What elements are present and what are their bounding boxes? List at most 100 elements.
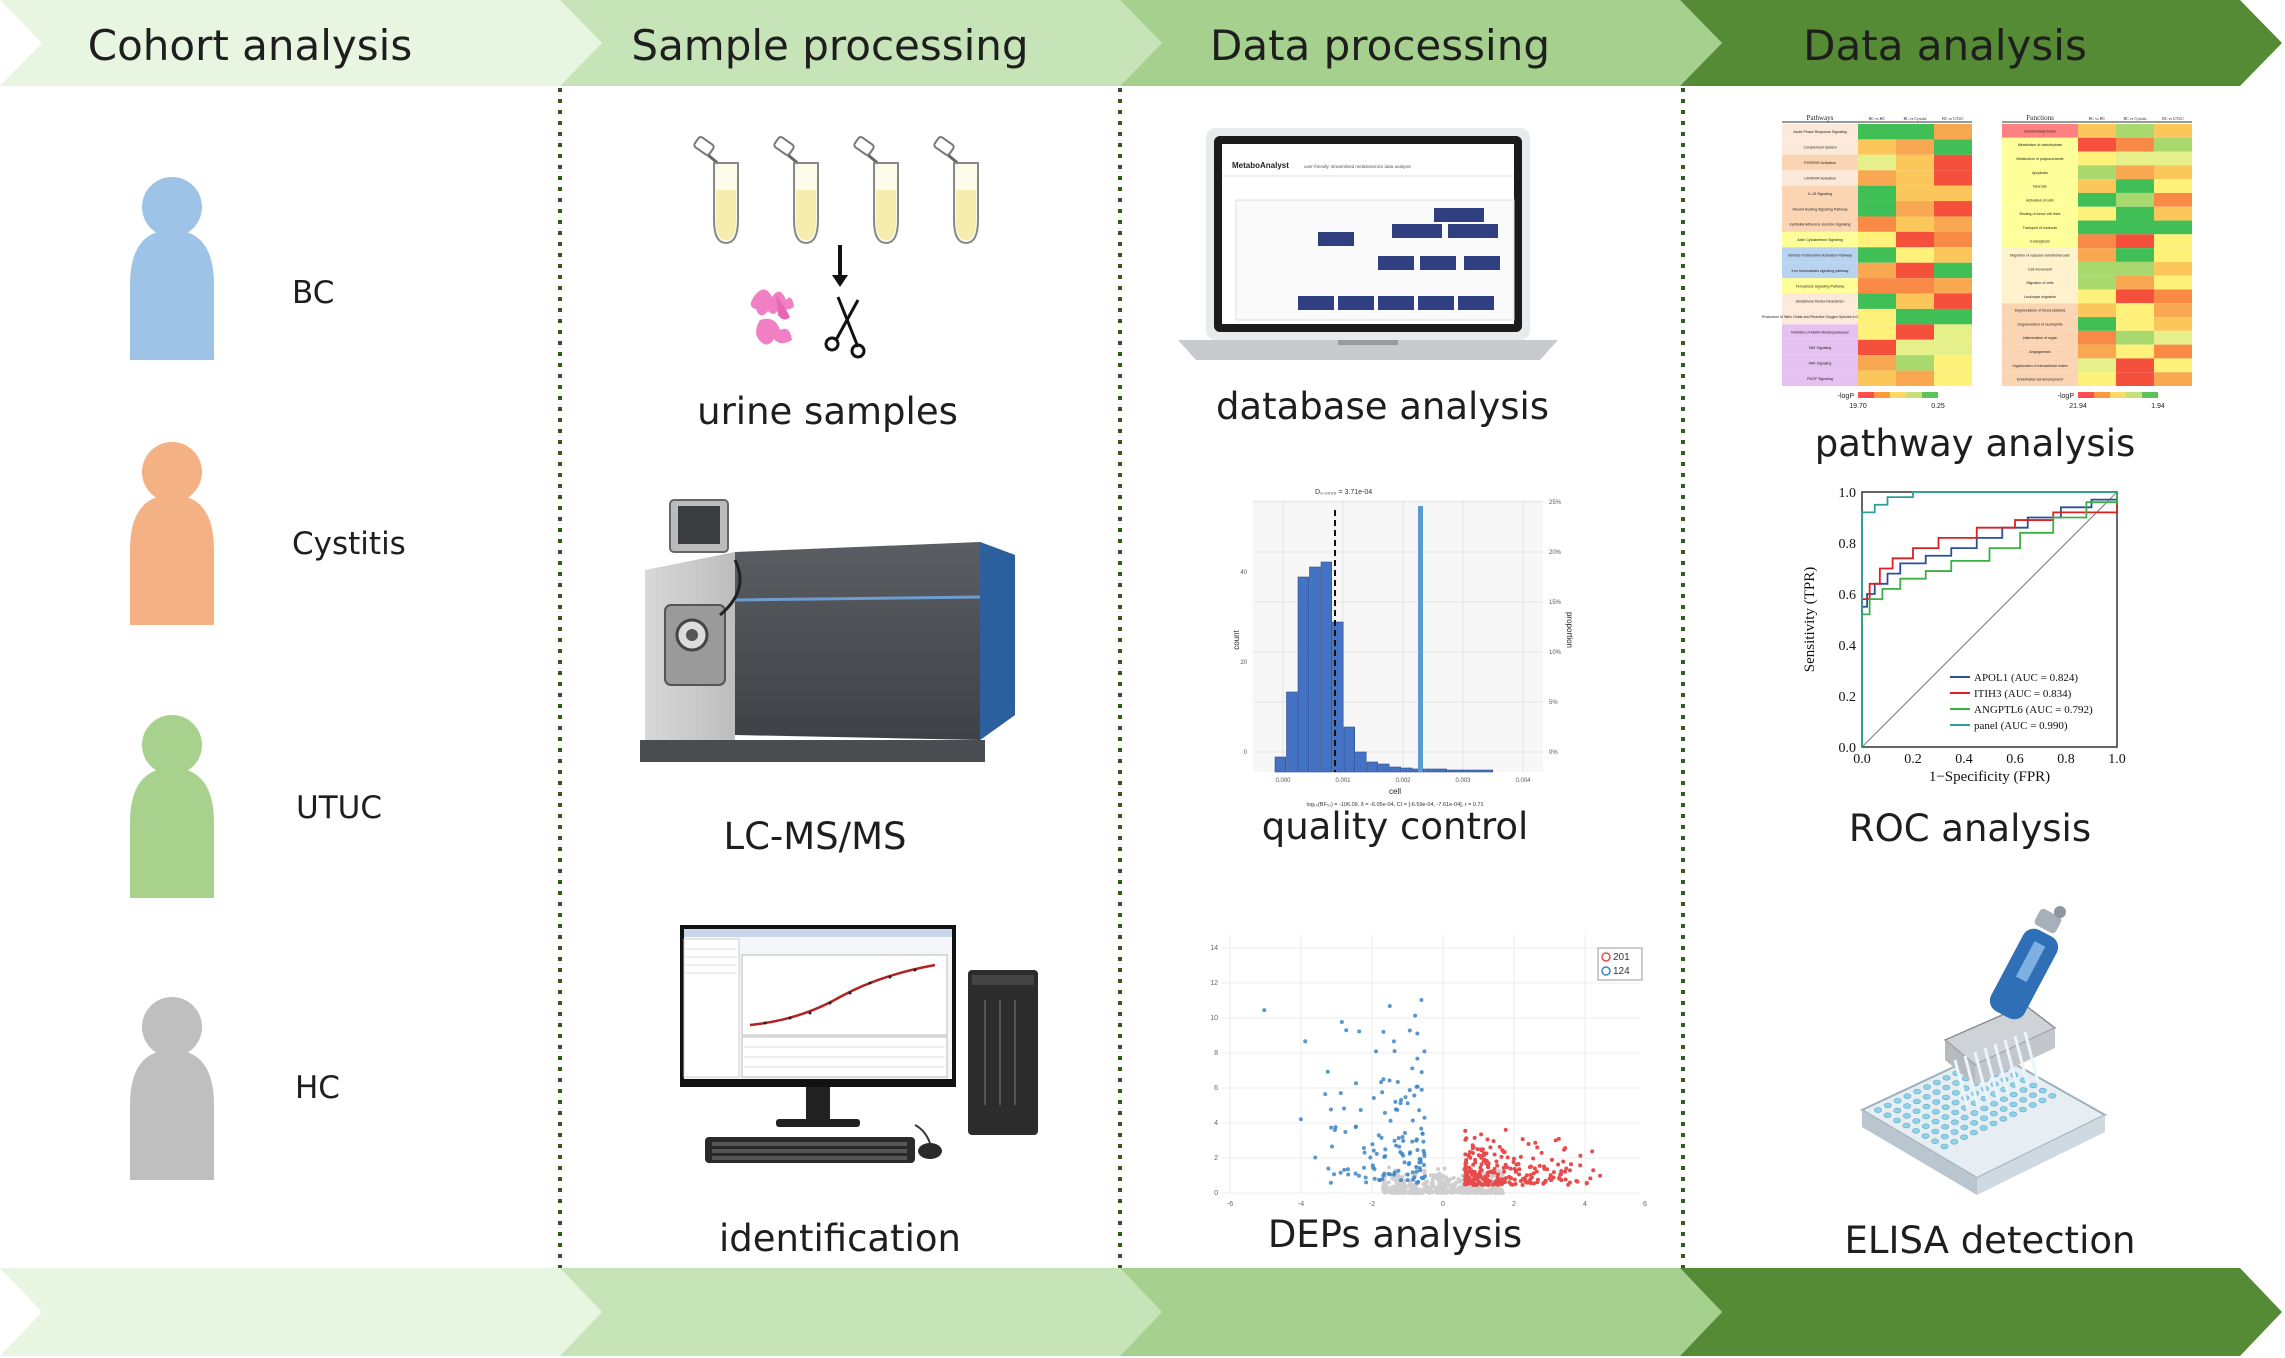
volcano-point-up: [1472, 1135, 1477, 1140]
heatmap-scale-label: -logP: [1838, 393, 1855, 400]
heatmap-cell: [2078, 275, 2116, 290]
volcano-point-down: [1410, 1139, 1415, 1144]
heatmap-cell: [2154, 330, 2192, 345]
heatmap-cell: [2116, 358, 2154, 373]
volcano-point: [1430, 1182, 1435, 1187]
volcano-point-up: [1467, 1150, 1472, 1155]
volcano-point-up: [1517, 1167, 1522, 1172]
volcano-point-up: [1492, 1166, 1497, 1171]
heatmap-cell: [2116, 137, 2154, 152]
heatmap-cell: [1858, 247, 1896, 263]
volcano-point: [1435, 1190, 1440, 1195]
heatmap-cell: [2154, 303, 2192, 318]
qc-bar: [1332, 621, 1344, 773]
volcano-point-up: [1532, 1166, 1537, 1171]
volcano-point-down: [1368, 1155, 1373, 1160]
qc-bar: [1435, 768, 1447, 773]
elisa-pipette-icon: [1859, 906, 2108, 1195]
volcano-point-up: [1463, 1128, 1468, 1133]
volcano-point-up: [1563, 1177, 1568, 1182]
volcano-point-down: [1417, 1108, 1422, 1113]
qc-bar: [1470, 769, 1482, 773]
volcano-point-down: [1414, 1169, 1419, 1174]
volcano-point-down: [1371, 1148, 1376, 1153]
heatmap-cell: [1896, 293, 1934, 309]
volcano-point: [1400, 1190, 1405, 1195]
volcano-point-up: [1511, 1156, 1516, 1161]
volcano-point-down: [1395, 1079, 1400, 1084]
volcano-point-down: [1422, 1115, 1427, 1120]
heatmap-scale-label: -logP: [2058, 393, 2075, 400]
volcano-point-down: [1400, 1134, 1405, 1139]
volcano-point: [1445, 1190, 1450, 1195]
roc-legend-entry: APOL1 (AUC = 0.824): [1974, 672, 2078, 684]
volcano-point-up: [1468, 1155, 1473, 1160]
heatmap-cell: [2116, 317, 2154, 331]
heatmap-cell: [2078, 151, 2116, 166]
volcano-point-down: [1422, 1049, 1427, 1054]
stage-arrow-dataproc: [1120, 0, 1722, 86]
volcano-point: [1383, 1181, 1388, 1186]
volcano-point-up: [1494, 1159, 1499, 1164]
volcano-point: [1431, 1173, 1436, 1178]
heatmap-row-text: Migration of cells: [2027, 281, 2054, 285]
heatmap-cell: [1896, 247, 1934, 263]
heatmap-row-label: [1782, 247, 1858, 263]
qc-bar: [1447, 769, 1459, 773]
heatmap-row-label: [2002, 372, 2078, 386]
volcano-point-down: [1370, 1142, 1375, 1147]
volcano-point-down: [1329, 1144, 1334, 1149]
stage-arrow-sample: [560, 0, 1162, 86]
group-label-utuc: UTUC: [296, 790, 382, 826]
qc-xtick-2: 0.002: [1395, 778, 1411, 784]
heatmap-cell: [1896, 370, 1934, 386]
laptop-database-icon: MetaboAnalyst user-friendly, streamlined…: [1178, 128, 1558, 360]
volcano-point-up: [1464, 1136, 1469, 1141]
heatmap-cell: [1858, 139, 1896, 155]
heatmap-row-label: [2002, 344, 2078, 359]
heatmap-row-text: Iron homeostasis signaling pathway: [1792, 269, 1849, 273]
qc-y2tick-4: 20%: [1549, 550, 1562, 556]
volcano-point: [1386, 1180, 1391, 1185]
heatmap-cell: [1896, 216, 1934, 232]
volcano-point-down: [1393, 1107, 1398, 1112]
heatmap-cell: [2154, 317, 2192, 331]
volcano-point: [1458, 1190, 1463, 1195]
volcano-point-up: [1508, 1166, 1513, 1171]
heatmap-row-label: [2002, 289, 2078, 304]
heatmap-header: Pathways: [1807, 114, 1834, 122]
volcano-legend-down: 124: [1613, 966, 1630, 977]
volcano-point-up: [1471, 1144, 1476, 1149]
heatmap-row-text: Metabolism of polysaccharide: [2016, 157, 2063, 161]
volcano-point-up: [1511, 1159, 1516, 1164]
volcano-point-down: [1399, 1097, 1404, 1102]
volcano-point-up: [1584, 1180, 1589, 1185]
heatmap-header: BC vs HC: [2089, 116, 2106, 121]
volcano-point-down: [1418, 1168, 1423, 1173]
qc-histogram-chart: D₀.₀₀₀₀ = 3.71e-04 count proportion cell…: [1232, 489, 1574, 808]
volcano-point: [1391, 1184, 1396, 1189]
laptop-tagline: user-friendly, streamlined metabolomics …: [1304, 164, 1411, 169]
volcano-point-up: [1523, 1179, 1528, 1184]
bottom-arrow-sample: [560, 1268, 1162, 1356]
heatmap-cell: [1858, 201, 1896, 217]
heatmap-cell: [2154, 234, 2192, 249]
volcano-point-down: [1381, 1077, 1386, 1082]
heatmap-row-label: [2002, 330, 2078, 345]
heatmap-row-label: [2002, 317, 2078, 331]
heatmap-cell: [2154, 192, 2192, 207]
volcano-point: [1500, 1190, 1505, 1195]
volcano-point-down: [1379, 1135, 1384, 1140]
volcano-point-up: [1502, 1150, 1507, 1155]
volcano-point-down: [1338, 1091, 1343, 1096]
volcano-point-up: [1492, 1152, 1497, 1157]
qc-y2tick-1: 5%: [1549, 700, 1558, 706]
volcano-point: [1484, 1188, 1489, 1193]
urine-tubes-icon: [693, 134, 980, 359]
volcano-point-down: [1417, 1157, 1422, 1162]
volcano-point: [1424, 1180, 1429, 1185]
volcano-point-up: [1598, 1173, 1603, 1178]
heatmap-cell: [1896, 262, 1934, 279]
roc-ytick: 0.2: [1839, 690, 1857, 705]
